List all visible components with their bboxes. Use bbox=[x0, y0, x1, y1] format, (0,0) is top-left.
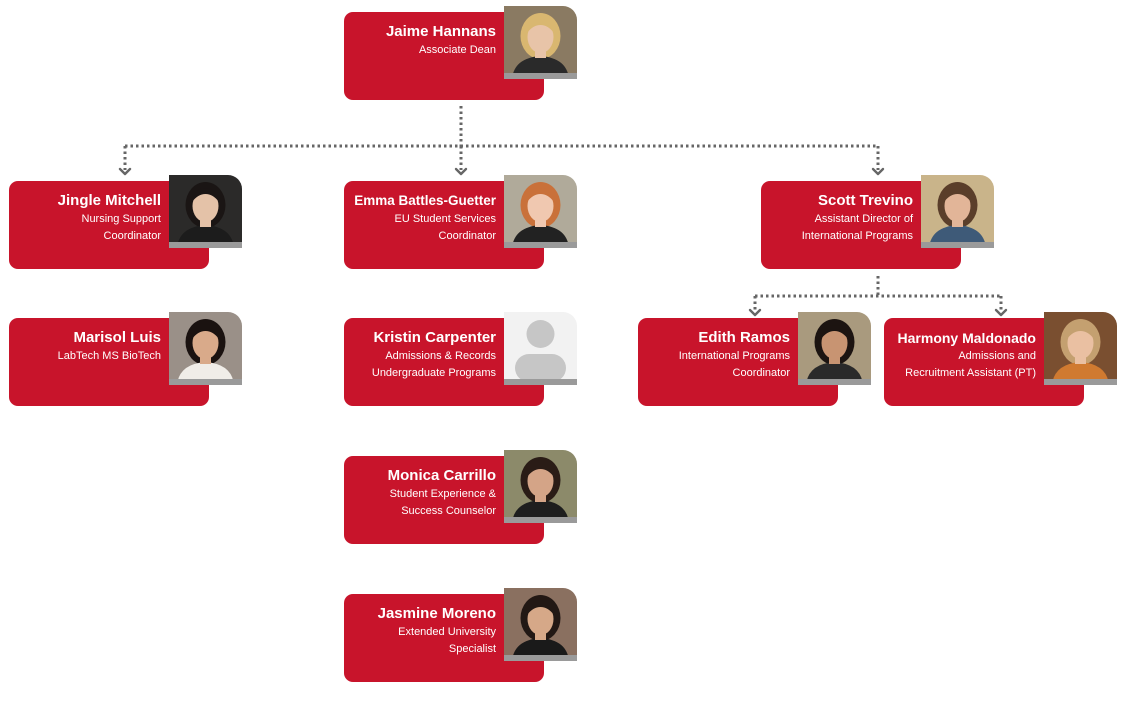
person-title: EU Student Services Coordinator bbox=[296, 211, 497, 245]
avatar bbox=[504, 6, 577, 79]
photo-bar bbox=[504, 517, 577, 523]
person-title-line: Success Counselor bbox=[401, 505, 496, 517]
person-title: Assistant Director of International Prog… bbox=[713, 211, 913, 245]
person-title-line: Coordinator bbox=[438, 230, 496, 242]
person-title-line: Associate Dean bbox=[418, 44, 496, 56]
card-text: Monica Carrillo Student Experience & Suc… bbox=[296, 467, 496, 520]
org-card[interactable]: Marisol Luis LabTech MS BioTech bbox=[9, 312, 242, 406]
person-title-line: Specialist bbox=[448, 643, 496, 655]
person-name: Emma Battles-Guetter bbox=[354, 193, 496, 208]
person-name: Edith Ramos bbox=[698, 329, 790, 346]
org-card[interactable]: Edith Ramos International Programs Coord… bbox=[638, 312, 871, 406]
org-card[interactable]: Emma Battles-Guetter EU Student Services… bbox=[344, 175, 577, 269]
person-title-line: LabTech MS BioTech bbox=[57, 350, 161, 362]
person-name: Scott Trevino bbox=[817, 192, 913, 209]
card-text: Jaime Hannans Associate Dean bbox=[296, 23, 496, 59]
photo-bar bbox=[504, 73, 577, 79]
avatar bbox=[504, 450, 577, 523]
org-card[interactable]: Jingle Mitchell Nursing Support Coordina… bbox=[9, 175, 242, 269]
arrowhead bbox=[871, 167, 885, 176]
person-name: Harmony Maldonado bbox=[897, 330, 1036, 346]
person-title: Admissions & Records Undergraduate Progr… bbox=[296, 348, 496, 382]
photo-bar bbox=[504, 655, 577, 661]
person-name: Kristin Carpenter bbox=[373, 329, 496, 346]
person-title-line: Undergraduate Programs bbox=[371, 367, 496, 379]
person-title: Associate Dean bbox=[296, 42, 496, 59]
avatar-placeholder bbox=[504, 312, 577, 385]
person-title-line: Extended University bbox=[398, 626, 496, 638]
person-title-line: Student Experience & bbox=[389, 488, 496, 500]
person-title-line: EU Student Services bbox=[394, 213, 497, 225]
person-title-line: Nursing Support bbox=[81, 213, 162, 225]
person-title-line: Recruitment Assistant (PT) bbox=[905, 367, 1036, 379]
card-text: Jasmine Moreno Extended University Speci… bbox=[296, 605, 496, 658]
org-card[interactable]: Monica Carrillo Student Experience & Suc… bbox=[344, 450, 577, 544]
photo-bar bbox=[798, 379, 871, 385]
person-title: LabTech MS BioTech bbox=[0, 348, 161, 365]
org-card[interactable]: Harmony Maldonado Admissions and Recruit… bbox=[884, 312, 1117, 406]
person-title: Admissions and Recruitment Assistant (PT… bbox=[836, 348, 1036, 382]
person-title-line: International Programs bbox=[801, 230, 913, 242]
person-name: Jasmine Moreno bbox=[377, 605, 496, 622]
arrowhead bbox=[748, 308, 762, 317]
person-title-line: Admissions and bbox=[958, 350, 1036, 362]
card-text: Jingle Mitchell Nursing Support Coordina… bbox=[0, 192, 161, 245]
arrowhead bbox=[118, 167, 132, 176]
avatar bbox=[169, 312, 242, 385]
avatar bbox=[504, 175, 577, 248]
card-text: Edith Ramos International Programs Coord… bbox=[590, 329, 790, 382]
photo-bar bbox=[169, 242, 242, 248]
avatar bbox=[1044, 312, 1117, 385]
person-name: Marisol Luis bbox=[73, 329, 161, 346]
card-text: Harmony Maldonado Admissions and Recruit… bbox=[836, 329, 1036, 382]
person-title-line: Admissions & Records bbox=[385, 350, 496, 362]
org-card[interactable]: Scott Trevino Assistant Director of Inte… bbox=[761, 175, 994, 269]
photo-bar bbox=[1044, 379, 1117, 385]
org-card[interactable]: Kristin Carpenter Admissions & Records U… bbox=[344, 312, 577, 406]
card-text: Marisol Luis LabTech MS BioTech bbox=[0, 329, 161, 365]
person-title: International Programs Coordinator bbox=[590, 348, 790, 382]
person-title-line: International Programs bbox=[678, 350, 790, 362]
avatar bbox=[504, 588, 577, 661]
org-card[interactable]: Jasmine Moreno Extended University Speci… bbox=[344, 588, 577, 682]
avatar bbox=[798, 312, 871, 385]
arrowhead bbox=[454, 167, 468, 176]
card-text: Kristin Carpenter Admissions & Records U… bbox=[296, 329, 496, 382]
person-title-line: Coordinator bbox=[732, 367, 790, 379]
photo-bar bbox=[504, 242, 577, 248]
person-title: Nursing Support Coordinator bbox=[0, 211, 162, 245]
org-card[interactable]: Jaime Hannans Associate Dean bbox=[344, 6, 577, 100]
photo-bar bbox=[921, 242, 994, 248]
photo-bar bbox=[504, 379, 577, 385]
card-text: Scott Trevino Assistant Director of Inte… bbox=[713, 192, 913, 245]
person-name: Monica Carrillo bbox=[387, 467, 496, 484]
photo-bar bbox=[169, 379, 242, 385]
person-title: Student Experience & Success Counselor bbox=[296, 486, 496, 520]
person-name: Jaime Hannans bbox=[385, 23, 496, 40]
person-name: Jingle Mitchell bbox=[57, 192, 161, 209]
person-title-line: Coordinator bbox=[103, 230, 161, 242]
avatar bbox=[169, 175, 242, 248]
arrowhead bbox=[994, 308, 1008, 317]
person-title-line: Assistant Director of bbox=[814, 213, 913, 225]
card-text: Emma Battles-Guetter EU Student Services… bbox=[296, 192, 496, 245]
person-title: Extended University Specialist bbox=[296, 624, 496, 658]
avatar bbox=[921, 175, 994, 248]
